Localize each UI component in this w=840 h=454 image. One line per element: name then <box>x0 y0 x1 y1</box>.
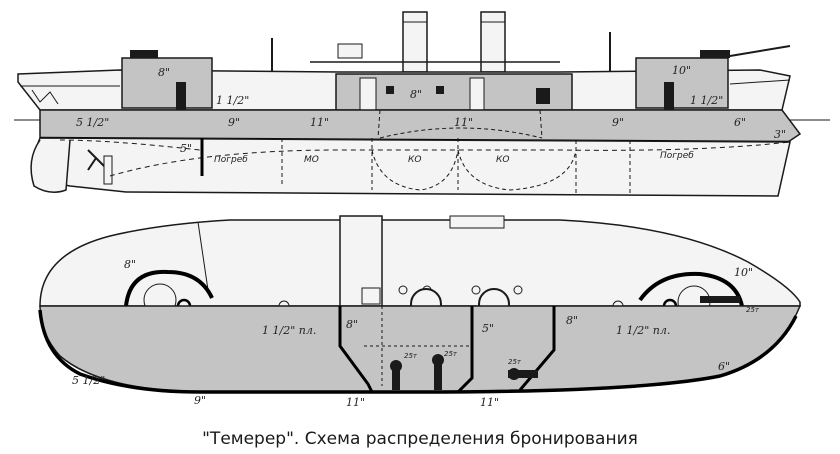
compartment-engine-room: МО <box>304 155 319 165</box>
plan-bulkhead-1 <box>338 306 374 393</box>
side-elevation: 8" 10" 8" 1 1/2" 1 1/2" 5 1/2" 9" 11" 11… <box>14 11 830 197</box>
plan-deck-fore-label: 1 1/2" пл. <box>262 324 316 337</box>
fore-funnel <box>402 11 428 73</box>
aft-barbette <box>638 271 744 307</box>
gun-label-2: 25т <box>444 350 458 358</box>
plan-bulkhead-label-2: 5" <box>482 322 494 335</box>
belt-label-2: 9" <box>228 116 240 129</box>
belt-label-6: 6" <box>734 116 746 129</box>
compartment-aft-magazine: Погреб <box>214 155 248 165</box>
upper-deck-outline <box>39 219 801 307</box>
plan-belt-label-3: 11" <box>346 396 365 409</box>
armored-deck <box>39 305 802 393</box>
figure-caption: "Темерер". Схема распределения бронирова… <box>202 429 638 449</box>
plan-bulkhead-label-1: 8" <box>346 318 358 331</box>
side-bulkhead-label: 5" <box>180 142 192 155</box>
belt-label-1: 5 1/2" <box>76 116 109 129</box>
aft-turret <box>635 57 729 109</box>
gun-3 <box>508 370 538 378</box>
aft-funnel <box>480 11 506 73</box>
fore-barbette <box>124 269 214 307</box>
belt-label-3: 11" <box>310 116 329 129</box>
belt-label-4: 11" <box>454 116 473 129</box>
plan-view: 8" 10" 8" 5" 8" 1 1/2" пл. 1 1/2" пл. 25… <box>38 215 802 409</box>
side-deck-aft-label: 1 1/2" <box>690 94 723 107</box>
gun-label-3: 25т <box>508 358 522 366</box>
side-deck-fore-label: 1 1/2" <box>216 94 249 107</box>
rudder <box>103 155 113 185</box>
plan-bulkhead-2 <box>456 306 474 394</box>
gun-label-1: 25т <box>404 352 418 360</box>
armor-belt <box>39 109 802 143</box>
fore-barbette-label: 8" <box>124 258 136 271</box>
compartment-boiler-room-2: КО <box>496 155 509 165</box>
gun-2 <box>434 360 442 390</box>
plan-belt-label-1: 5 1/2" <box>72 374 105 387</box>
compartment-boiler-room-1: КО <box>408 155 421 165</box>
center-battery-label: 8" <box>410 88 422 101</box>
belt-label-7: 3" <box>774 128 786 141</box>
aft-turret-label: 10" <box>672 64 691 77</box>
plan-bulkhead-label-3: 8" <box>566 314 578 327</box>
gun-label-4: 25т <box>746 306 760 314</box>
propeller <box>87 149 105 171</box>
aft-barbette-label: 10" <box>734 266 753 279</box>
compartment-fore-magazine: Погреб <box>660 151 694 161</box>
plan-belt-label-4: 11" <box>480 396 499 409</box>
fore-turret <box>121 57 213 109</box>
plan-belt-label-5: 6" <box>718 360 730 373</box>
fore-turret-label: 8" <box>158 66 170 79</box>
plan-deck-aft-label: 1 1/2" пл. <box>616 324 670 337</box>
gun-1 <box>392 366 400 390</box>
bridge <box>337 43 363 59</box>
plan-belt-label-2: 9" <box>194 394 206 407</box>
belt-label-5: 9" <box>612 116 624 129</box>
